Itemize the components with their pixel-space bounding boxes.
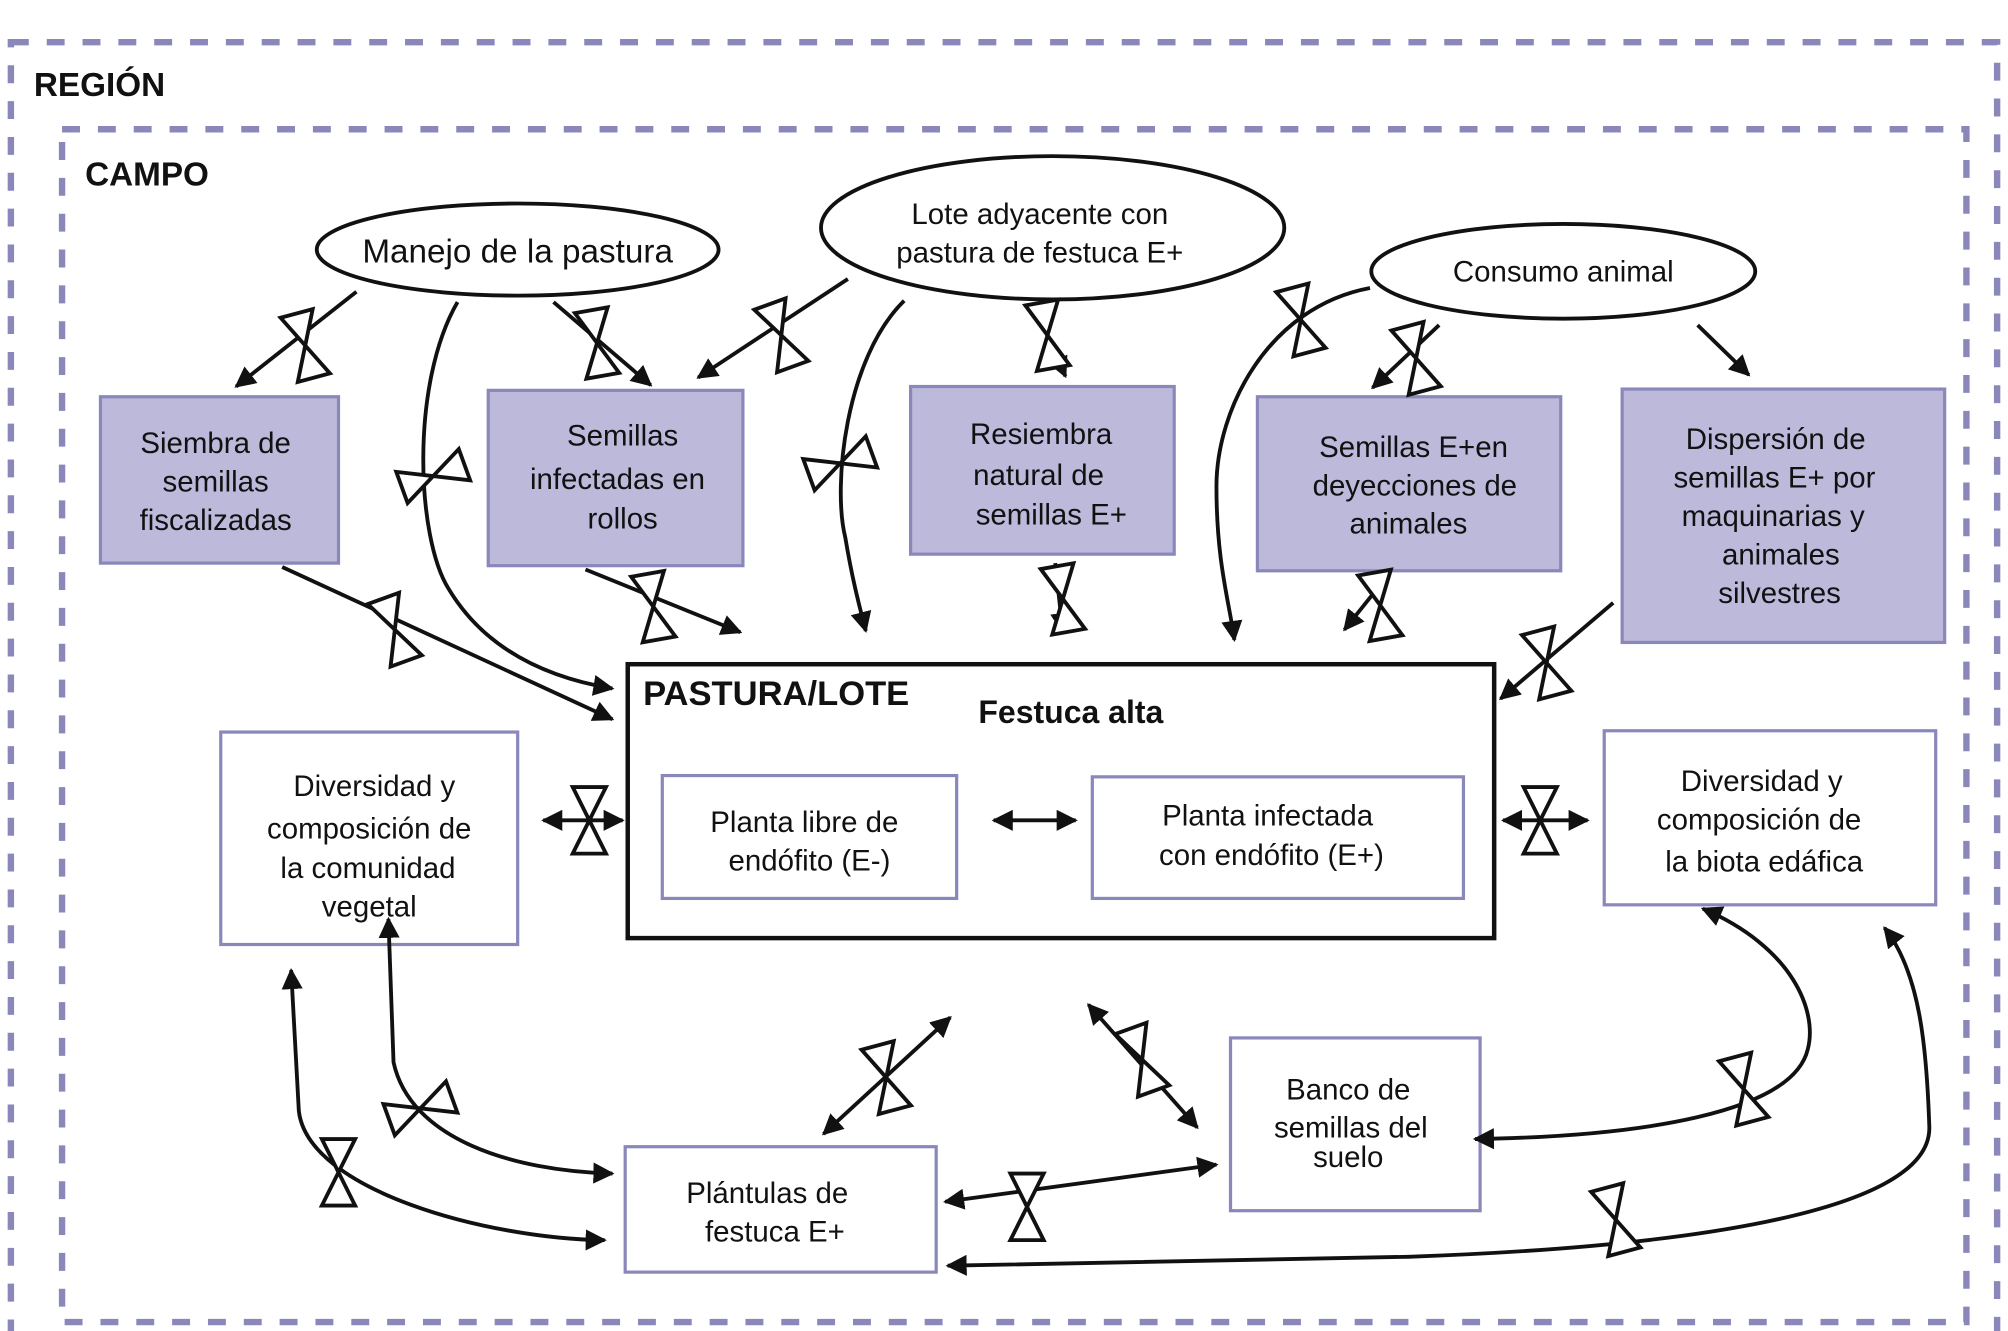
driver-consumo-animal: Consumo animal [1369,222,1758,321]
node-text: composición de [267,812,471,845]
driver-lote-text-1: Lote adyacente con [911,198,1168,231]
campo-label: CAMPO [85,157,209,194]
node-text: animales [1350,508,1468,541]
node-text: deyecciones de [1313,469,1517,502]
valve-icon [571,304,623,382]
valve-icon [318,1137,359,1208]
valve-icon [380,1077,461,1139]
valve-icon [858,1038,915,1117]
valve-icon [800,432,881,494]
campo-boundary [58,126,1970,1326]
node-text: infectadas en [530,463,705,496]
pastura-lote-container: PASTURA/LOTE Festuca alta Planta libre d… [625,661,1497,941]
node-text: fiscalizadas [140,504,292,537]
flow-consumo-dispersion [1696,323,1751,377]
valve-icon [1587,1180,1644,1259]
flow-manejo-rollos [552,300,653,387]
flow-dispersion-pastura [1498,601,1615,701]
valve-icon [1037,560,1089,638]
node-planta-infectada: Planta infectada con endófito (E+) [1090,775,1466,901]
driver-manejo-pastura: Manejo de la pastura [314,201,721,298]
flow-consumo-deyecciones [1371,323,1441,390]
node-semillas-deyecciones: Semillas E+en deyecciones de animales [1255,395,1563,573]
valve-icon [750,295,812,376]
node-text: la comunidad [280,852,455,885]
node-text: endófito (E-) [729,844,891,877]
valve-icon [277,306,334,385]
node-text: Planta infectada [1162,799,1374,832]
node-diversidad-vegetal: Diversidad y composición de la comunidad… [219,730,520,947]
node-dispersion-semillas: Dispersión de semillas E+ por maquinaria… [1620,387,1947,645]
node-text: la biota edáfica [1665,846,1864,879]
valve-icon [1387,319,1445,398]
node-text: Planta libre de [710,806,898,839]
node-text: Resiembra [970,418,1113,451]
node-text: con endófito (E+) [1159,839,1384,872]
node-resiembra-natural: Resiembra natural de semillas E+ [908,384,1176,556]
node-diversidad-biota: Diversidad y composición de la biota edá… [1602,729,1938,907]
node-text: silvestres [1718,577,1841,610]
node-planta-libre: Planta libre de endófito (E-) [660,773,959,901]
valve-icon [1518,623,1575,703]
node-text: Siembra de [140,427,290,460]
flow-plantulas-banco [943,1156,1219,1210]
valve-icon [1715,1050,1772,1129]
valve-icon [393,445,474,507]
node-text: Diversidad y [1681,765,1843,798]
node-text: semillas E+ por [1673,462,1875,495]
node-text: vegetal [322,890,417,923]
node-text: Diversidad y [293,770,455,803]
region-boundary [7,39,2001,1331]
node-text: semillas [162,465,268,498]
flow-arrows [234,277,1932,1276]
node-text: rollos [587,503,657,536]
flow-siembra-pastura [281,565,615,721]
node-text: natural de [973,459,1104,492]
valve-icon [1007,1171,1047,1243]
region-label: REGIÓN [34,66,165,104]
flow-manejo-pastura [421,301,615,696]
node-text: composición de [1657,803,1861,836]
node-plantulas: Plántulas de festuca E+ [623,1145,938,1274]
driver-consumo-text: Consumo animal [1453,256,1674,289]
node-text: Semillas E+en [1319,431,1508,464]
node-text: animales [1722,538,1840,571]
node-banco-semillas: Banco de semillas del suelo [1228,1036,1482,1213]
driver-lote-adyacente: Lote adyacente con pastura de festuca E+ [819,154,1287,302]
flow-vegetal-plantulas-inner [378,916,615,1184]
flow-valves [277,280,1772,1259]
node-text: semillas E+ [976,499,1127,532]
flow-rollos-pastura [584,567,743,635]
node-text: Dispersión de [1686,423,1866,456]
node-text: Plántulas de [686,1177,848,1210]
node-text: Banco de [1286,1073,1410,1106]
valve-icon [1021,297,1074,374]
festuca-subtitle: Festuca alta [978,694,1163,730]
flow-vegetal-plantulas-outer [281,967,607,1251]
node-text: Semillas [567,419,678,452]
valve-icon [1354,567,1406,644]
valve-icon [569,785,610,856]
flow-manejo-siembra [234,290,358,389]
flow-biota-plantulas [945,926,1932,1276]
node-siembra-semillas: Siembra de semillas fiscalizadas [98,395,341,565]
valve-icon [627,568,679,645]
driver-manejo-text: Manejo de la pastura [362,233,673,270]
node-text: festuca E+ [705,1215,845,1248]
valve-icon [1272,280,1330,360]
driver-lote-text-2: pastura de festuca E+ [896,236,1183,269]
node-text: maquinarias y [1682,500,1865,533]
node-text: semillas del [1274,1112,1428,1145]
node-text: suelo [1313,1141,1383,1174]
valve-icon [1111,1019,1173,1100]
node-semillas-rollos: Semillas infectadas en rollos [486,388,745,568]
valve-icon [364,589,426,670]
flow-lote-pastura [838,299,906,633]
pastura-title: PASTURA/LOTE [643,675,909,713]
valve-icon [1520,785,1560,856]
